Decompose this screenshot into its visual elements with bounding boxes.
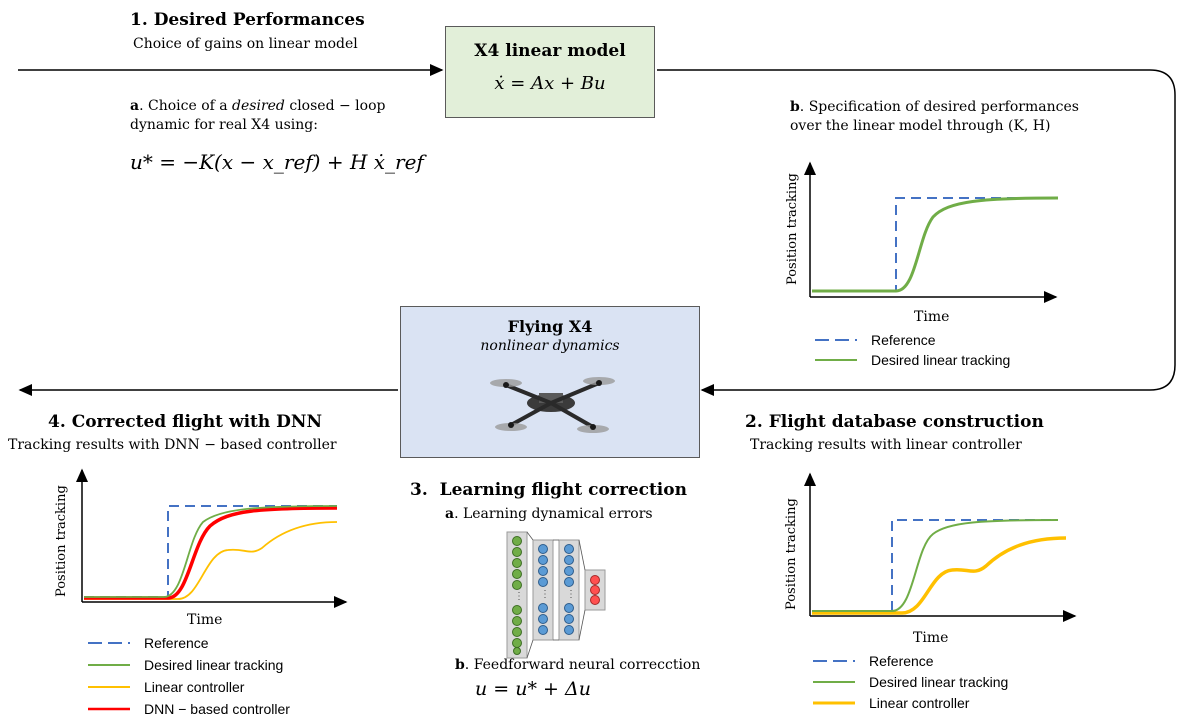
legend-item-reference: Reference: [815, 332, 936, 348]
linear-model-equation: ẋ = Ax + Bu: [494, 73, 606, 94]
desired-curve: [812, 196, 1059, 293]
drone-icon: [490, 377, 615, 433]
svg-text:⋮: ⋮: [566, 589, 576, 600]
flying-x4-title: Flying X4: [507, 317, 593, 336]
reference-curve: [812, 197, 1058, 292]
step2-title: 2. Flight database construction: [745, 412, 1044, 432]
correction-equation: u = u* + Δu: [475, 678, 591, 700]
linear-curve: [84, 521, 338, 600]
legend-item-desired: Desired linear tracking: [88, 657, 284, 673]
legend-item-desired: Desired linear tracking: [815, 352, 1011, 368]
step1-b-text: b. Specification of desired performances…: [790, 99, 1079, 134]
legend-plot-4: Reference Desired linear tracking Linear…: [88, 632, 290, 720]
step1-title: 1. Desired Performances: [130, 10, 365, 30]
x-axis-label: Time: [913, 630, 948, 646]
legend-item-reference: Reference: [813, 652, 934, 669]
step1-subtitle: Choice of gains on linear model: [133, 36, 358, 52]
desired-curve: [84, 505, 338, 598]
linear-model-title: X4 linear model: [474, 41, 626, 61]
legend-item-linear: Linear controller: [88, 679, 245, 695]
dnn-curve: [84, 506, 338, 600]
legend-item-linear: Linear controller: [813, 694, 970, 711]
plot-dnn-correction: Position tracking Time: [54, 468, 348, 628]
step1-a-text: a. Choice of a desired closed − loop dyn…: [130, 98, 386, 133]
step3-title: 3. Learning flight correction: [410, 480, 687, 500]
y-axis-label: Position tracking: [785, 173, 800, 285]
step4-title: 4. Corrected flight with DNN: [48, 412, 322, 432]
linear-curve: [812, 536, 1067, 615]
flying-x4-subtitle: nonlinear dynamics: [480, 338, 620, 354]
svg-text:⋮: ⋮: [540, 589, 550, 600]
step3-a-text: a. Learning dynamical errors: [445, 506, 653, 522]
svg-text:⋮: ⋮: [514, 591, 524, 602]
flying-x4-box: Flying X4 nonlinear dynamics: [400, 306, 700, 458]
legend-item-desired: Desired linear tracking: [813, 673, 1009, 690]
y-axis-label: Position tracking: [784, 498, 799, 610]
legend-item-reference: Reference: [88, 635, 209, 651]
neural-network-icon: ⋮ ⋮ ⋮: [506, 531, 606, 659]
step4-subtitle: Tracking results with DNN − based contro…: [8, 437, 337, 453]
linear-model-box: X4 linear model ẋ = Ax + Bu: [445, 26, 655, 118]
x-axis-label: Time: [914, 309, 949, 325]
legend-plot-b: Reference Desired linear tracking: [815, 330, 1010, 370]
legend-item-dnn: DNN − based controller: [88, 701, 290, 717]
desired-curve: [812, 519, 1059, 612]
plot-flight-database: Position tracking Time: [784, 472, 1077, 646]
legend-plot-2: Reference Desired linear tracking Linear…: [813, 650, 1008, 713]
y-axis-label: Position tracking: [54, 485, 69, 597]
step3-b-text: b. Feedforward neural correcction: [455, 657, 701, 673]
plot-desired-performance: Position tracking Time: [785, 161, 1059, 325]
step2-subtitle: Tracking results with linear controller: [750, 437, 1022, 453]
x-axis-label: Time: [187, 612, 222, 628]
loop-arrow: [657, 69, 1176, 396]
reference-curve: [84, 505, 337, 598]
control-law-equation: u* = −K(x − x_ref) + H ẋ_ref: [130, 150, 424, 174]
